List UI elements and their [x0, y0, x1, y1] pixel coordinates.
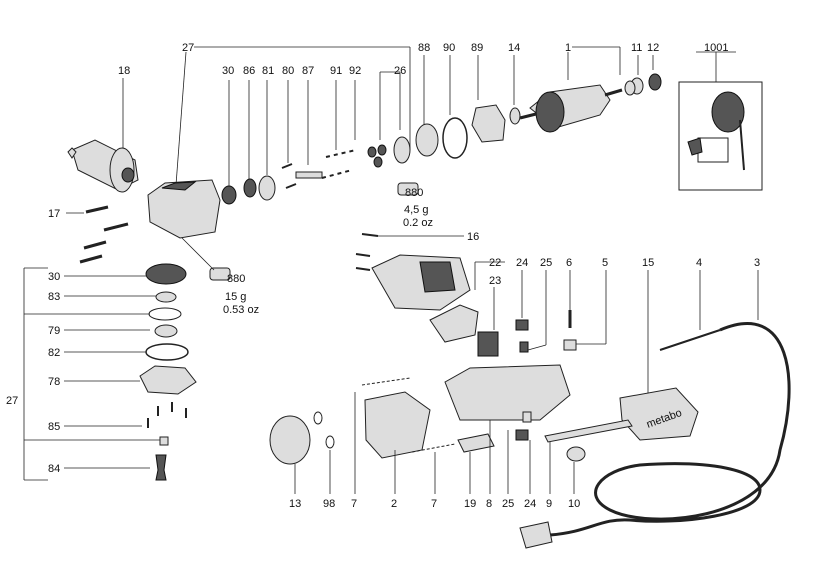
label-85: 85: [48, 421, 60, 433]
label-14: 14: [508, 42, 520, 54]
label-7-a: 7: [351, 498, 357, 510]
label-6: 6: [566, 257, 572, 269]
label-27-top: 27: [182, 42, 194, 54]
label-98: 98: [323, 498, 335, 510]
screws-16: [355, 233, 464, 271]
label-88: 88: [418, 42, 430, 54]
label-1001: 1001: [704, 42, 728, 54]
label-89: 89: [471, 42, 483, 54]
label-92: 92: [349, 65, 361, 77]
label-1: 1: [565, 42, 571, 54]
label-24-top: 24: [516, 257, 528, 269]
group-bracket-27-top: [175, 46, 411, 186]
label-86: 86: [243, 65, 255, 77]
label-83: 83: [48, 291, 60, 303]
screws-17: [66, 205, 129, 264]
label-81: 81: [262, 65, 274, 77]
label-11: 11: [631, 42, 642, 54]
grease-small-weight: 4,5 g: [404, 204, 428, 216]
label-8: 8: [486, 498, 492, 510]
shaft-parts-row: [221, 71, 411, 205]
label-10: 10: [568, 498, 580, 510]
label-87: 87: [302, 65, 314, 77]
label-30-side: 30: [48, 271, 60, 283]
label-17: 17: [48, 208, 60, 220]
grease-tube-large: 880 15 g 0.53 oz: [181, 237, 259, 316]
gear-housing: [147, 179, 221, 239]
label-16: 16: [467, 231, 479, 243]
label-3: 3: [754, 257, 760, 269]
group-bracket-1: [567, 46, 621, 80]
label-30-top: 30: [222, 65, 234, 77]
label-78: 78: [48, 376, 60, 388]
label-79: 79: [48, 325, 60, 337]
cable-and-plug: [519, 270, 791, 549]
label-18: 18: [118, 65, 130, 77]
bearings-11-12: [624, 55, 662, 96]
grease-large-oz: 0.53 oz: [223, 304, 259, 316]
angle-head-18: [67, 78, 139, 193]
label-2: 2: [391, 498, 397, 510]
part-number-labels: 27 18 30 86 81 80 87 91 92 26 88 90 89 1…: [6, 42, 760, 510]
label-4: 4: [696, 257, 702, 269]
bearing-flange-parts: [415, 55, 521, 159]
label-9: 9: [546, 498, 552, 510]
grease-small-code: 880: [405, 187, 423, 199]
side-column-parts: [64, 263, 197, 481]
label-12: 12: [647, 42, 659, 54]
label-23: 23: [489, 275, 501, 287]
label-22: 22: [489, 257, 501, 269]
label-90: 90: [443, 42, 455, 54]
grease-large-code: 880: [227, 273, 245, 285]
label-13: 13: [289, 498, 301, 510]
label-27-side: 27: [6, 395, 18, 407]
label-84: 84: [48, 463, 60, 475]
label-25-bottom: 25: [502, 498, 514, 510]
label-82: 82: [48, 347, 60, 359]
inset-1001: [678, 51, 763, 191]
grease-small-oz: 0.2 oz: [403, 217, 433, 229]
label-5: 5: [602, 257, 608, 269]
lower-row-parts: [269, 364, 633, 494]
brush-parts-top: [515, 270, 607, 353]
armature-1: [519, 84, 623, 133]
cover-15: metabo: [619, 270, 699, 441]
label-25-top: 25: [540, 257, 552, 269]
label-91: 91: [330, 65, 342, 77]
grease-tube-small: 880 4,5 g 0.2 oz: [397, 182, 433, 229]
label-15: 15: [642, 257, 654, 269]
label-24-bottom: 24: [524, 498, 536, 510]
grease-large-weight: 15 g: [225, 291, 246, 303]
label-19: 19: [464, 498, 476, 510]
label-80: 80: [282, 65, 294, 77]
label-26: 26: [394, 65, 406, 77]
group-bracket-27-side: [23, 267, 160, 481]
rear-housing: [371, 254, 505, 357]
label-7-b: 7: [431, 498, 437, 510]
